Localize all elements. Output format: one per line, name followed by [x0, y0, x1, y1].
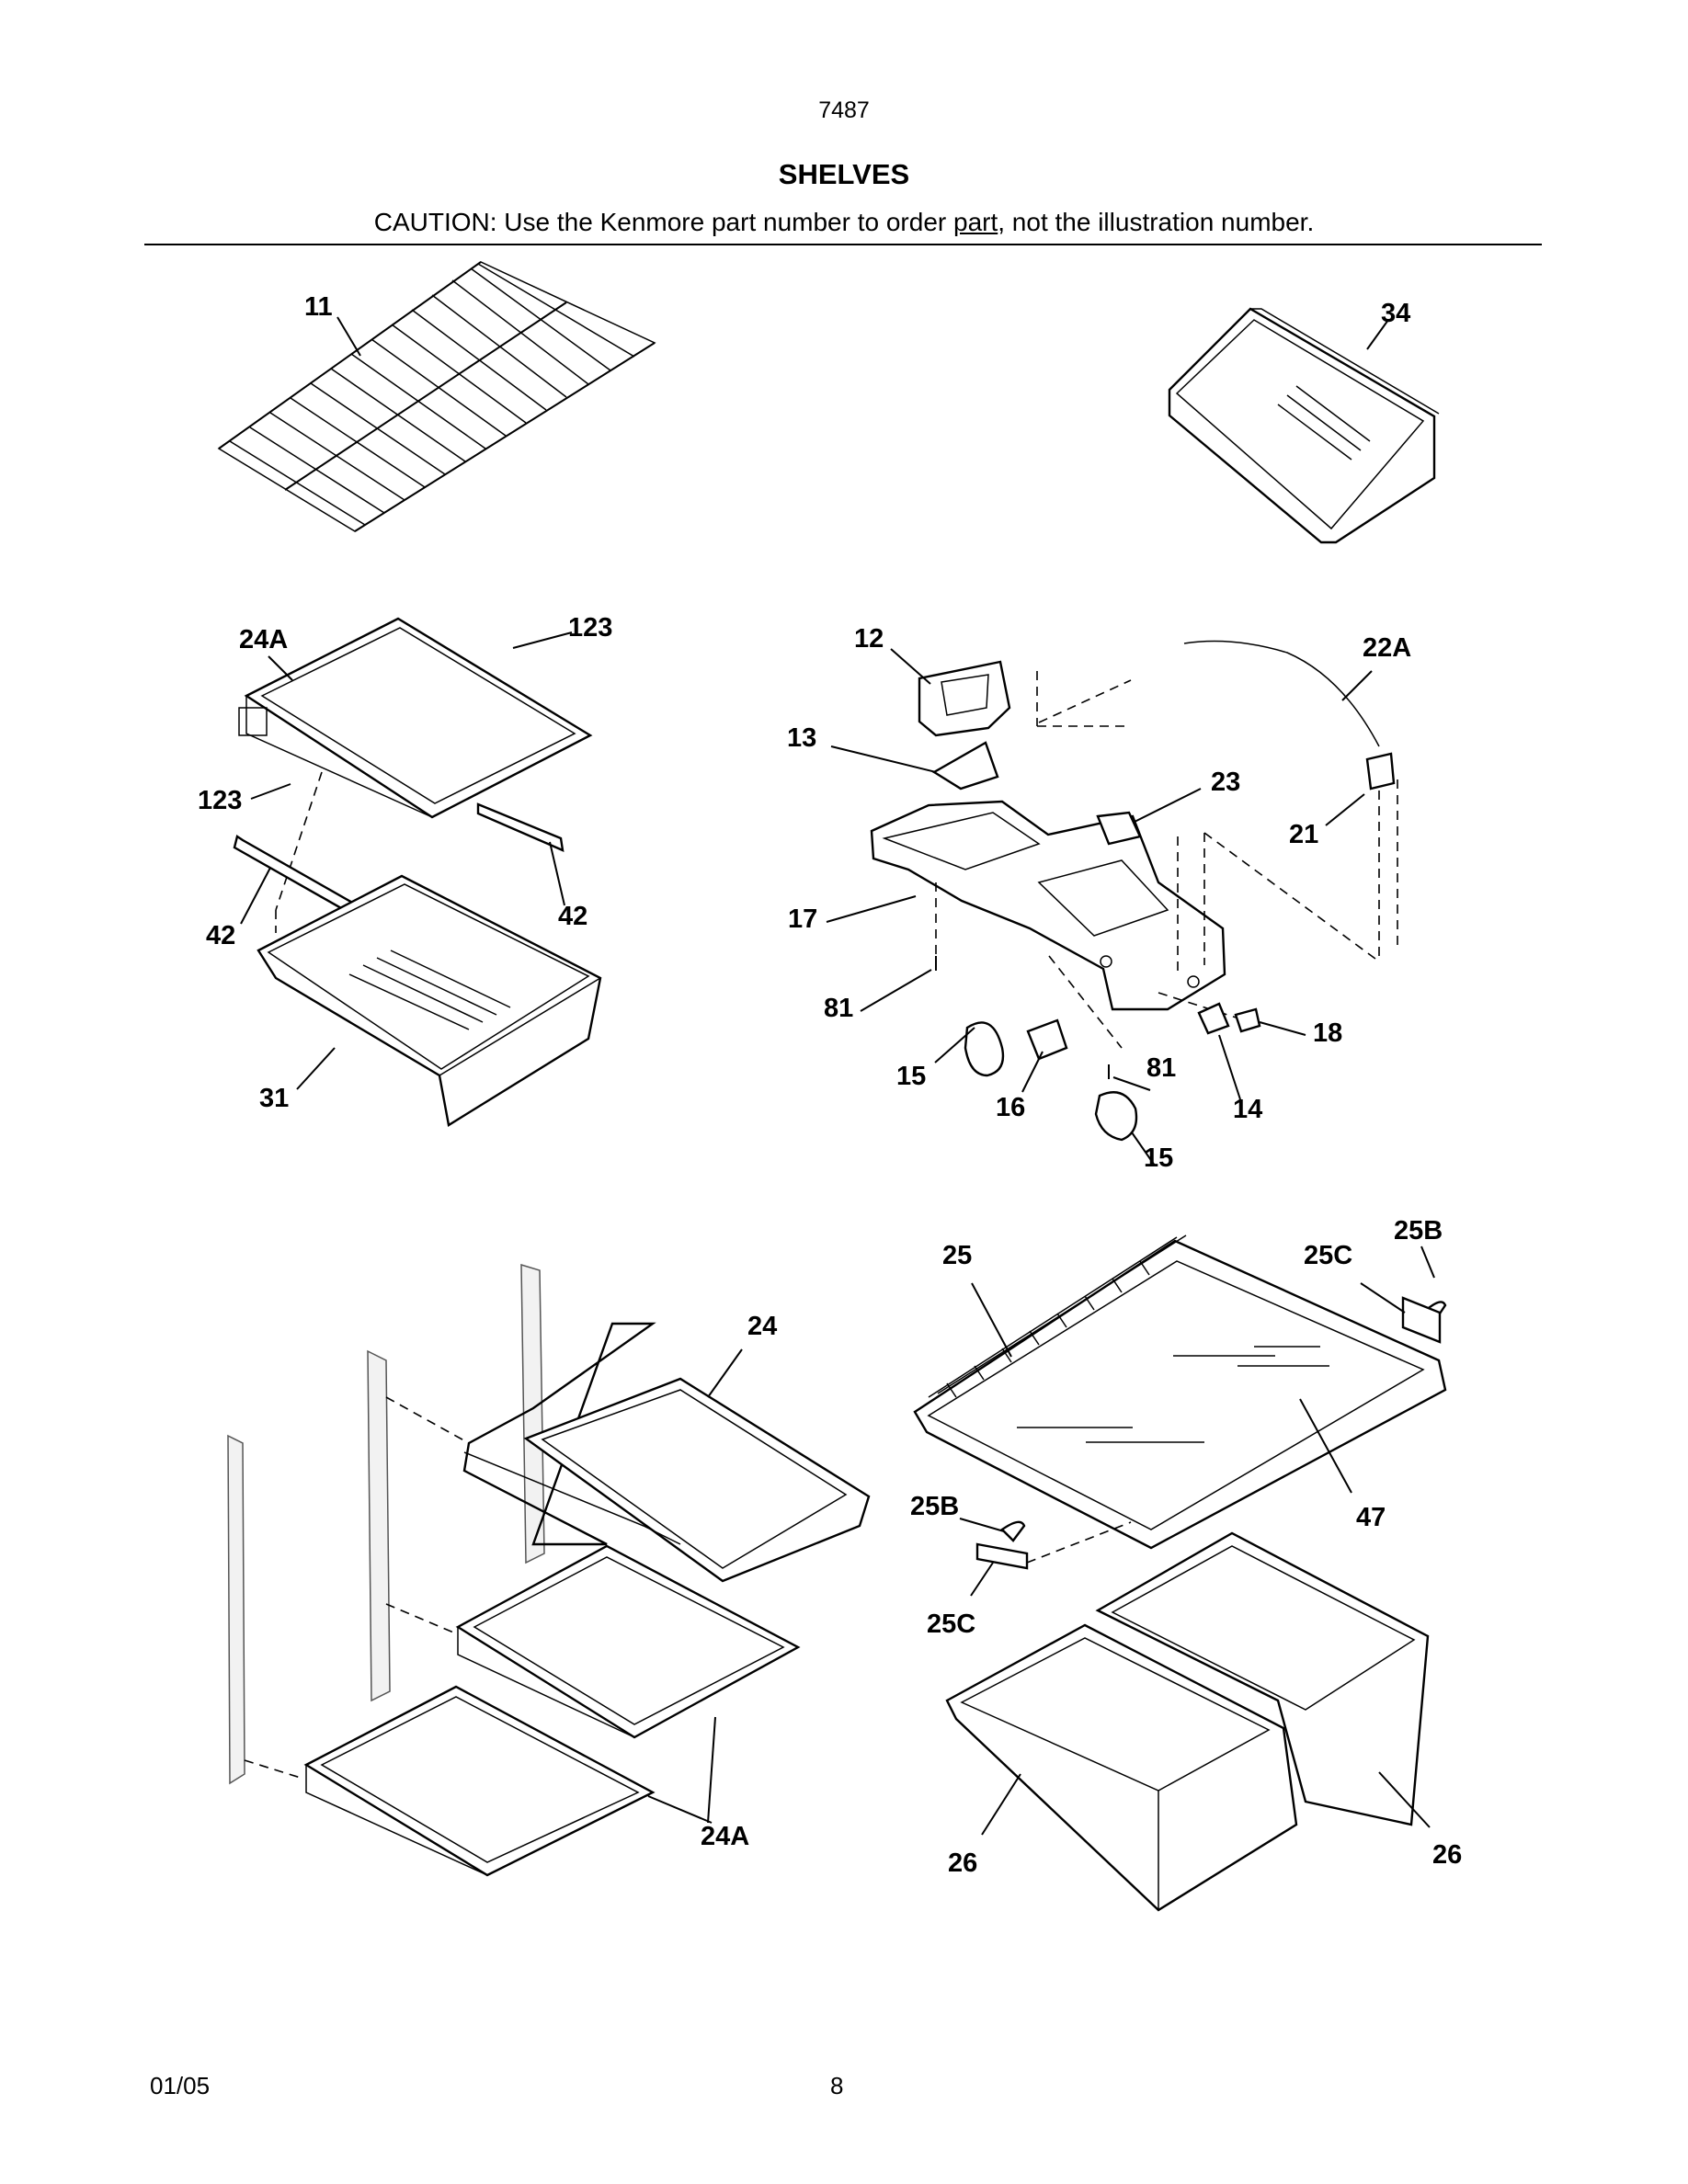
wire-shelf-illustration [217, 261, 656, 532]
callout-24: 24 [747, 1312, 777, 1341]
callout-18: 18 [1313, 1018, 1342, 1048]
callout-81-left: 81 [824, 994, 853, 1023]
crisper-shelf-assembly [233, 617, 602, 1127]
callout-14: 14 [1233, 1095, 1262, 1124]
callout-24a-top: 24A [239, 625, 288, 654]
callout-17: 17 [788, 904, 817, 934]
callout-15-bottom: 15 [1144, 1143, 1173, 1173]
callout-11: 11 [304, 292, 333, 322]
crisper-cover-and-drawers [913, 1234, 1447, 1912]
door-bin-illustration [1168, 307, 1440, 544]
callout-25c-mid: 25C [927, 1610, 975, 1639]
callout-42-left: 42 [206, 921, 235, 950]
header-divider [144, 244, 1542, 245]
callout-123-top: 123 [568, 613, 612, 643]
callout-123-left: 123 [198, 786, 242, 815]
footer-page-number: 8 [830, 2072, 844, 2099]
callout-26-left: 26 [948, 1848, 977, 1878]
caution-note: CAUTION: Use the Kenmore part number to … [0, 208, 1688, 237]
callout-12: 12 [854, 624, 884, 654]
callout-25b-top: 25B [1394, 1216, 1443, 1246]
callout-25: 25 [942, 1241, 972, 1270]
callout-16: 16 [996, 1093, 1025, 1122]
callout-42-right: 42 [558, 902, 587, 931]
callout-31: 31 [259, 1084, 289, 1113]
callout-13: 13 [787, 723, 816, 753]
callout-15-left: 15 [896, 1062, 926, 1091]
callout-47: 47 [1356, 1503, 1386, 1532]
callout-34: 34 [1381, 299, 1410, 328]
callout-81-right: 81 [1146, 1053, 1176, 1083]
model-number: 7487 [818, 97, 870, 123]
callout-22a: 22A [1363, 633, 1411, 663]
footer-date: 01/05 [150, 2072, 211, 2099]
callout-26-right: 26 [1432, 1840, 1462, 1870]
callout-24a-bottom: 24A [701, 1822, 749, 1851]
caution-underlined-word: part [953, 208, 998, 236]
callout-25b-mid: 25B [910, 1492, 959, 1521]
callout-leader-lines [240, 316, 1435, 1836]
light-housing-assembly [870, 640, 1398, 1142]
callout-23: 23 [1211, 768, 1240, 797]
caution-text-end: , not the illustration number. [998, 208, 1315, 236]
callout-25c-top: 25C [1304, 1241, 1352, 1270]
adjustable-shelves-assembly [227, 1263, 871, 1877]
caution-text-start: CAUTION: Use the Kenmore part number to … [373, 208, 953, 236]
callout-21: 21 [1289, 820, 1318, 849]
page-title: SHELVES [778, 158, 910, 190]
